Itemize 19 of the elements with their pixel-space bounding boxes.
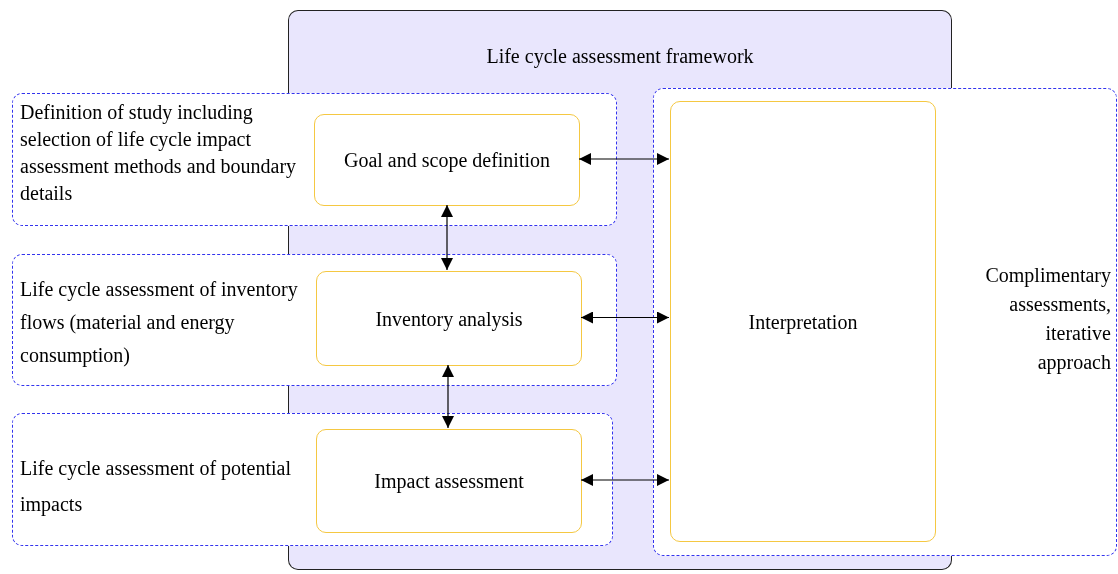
group-description: Life cycle assessment of potential impacts (20, 456, 292, 518)
dashed-group-box (653, 88, 1117, 556)
dashed-group-box (12, 254, 617, 386)
double-arrow (580, 311, 670, 324)
double-arrow (441, 204, 453, 271)
framework-panel (288, 10, 952, 88)
process-box: Goal and scope definition (314, 114, 580, 206)
group-description: Complimentary assessments, iterative approach (984, 263, 1111, 376)
process-box: Impact assessment (316, 429, 582, 533)
group-description: Life cycle assessment of inventory flows (material and energy consumption) (20, 277, 299, 369)
group-description: Definition of study including selection of life cycle impact assessment methods and boundary details (20, 100, 298, 206)
group-description: Life cycle assessment framework (485, 44, 755, 70)
process-box: Inventory analysis (316, 271, 582, 366)
dashed-group-box (12, 413, 613, 546)
process-box: Interpretation (670, 101, 936, 542)
dashed-group-box (12, 93, 617, 226)
double-arrow (442, 364, 454, 429)
double-arrow (578, 153, 670, 165)
double-arrow (580, 474, 670, 486)
